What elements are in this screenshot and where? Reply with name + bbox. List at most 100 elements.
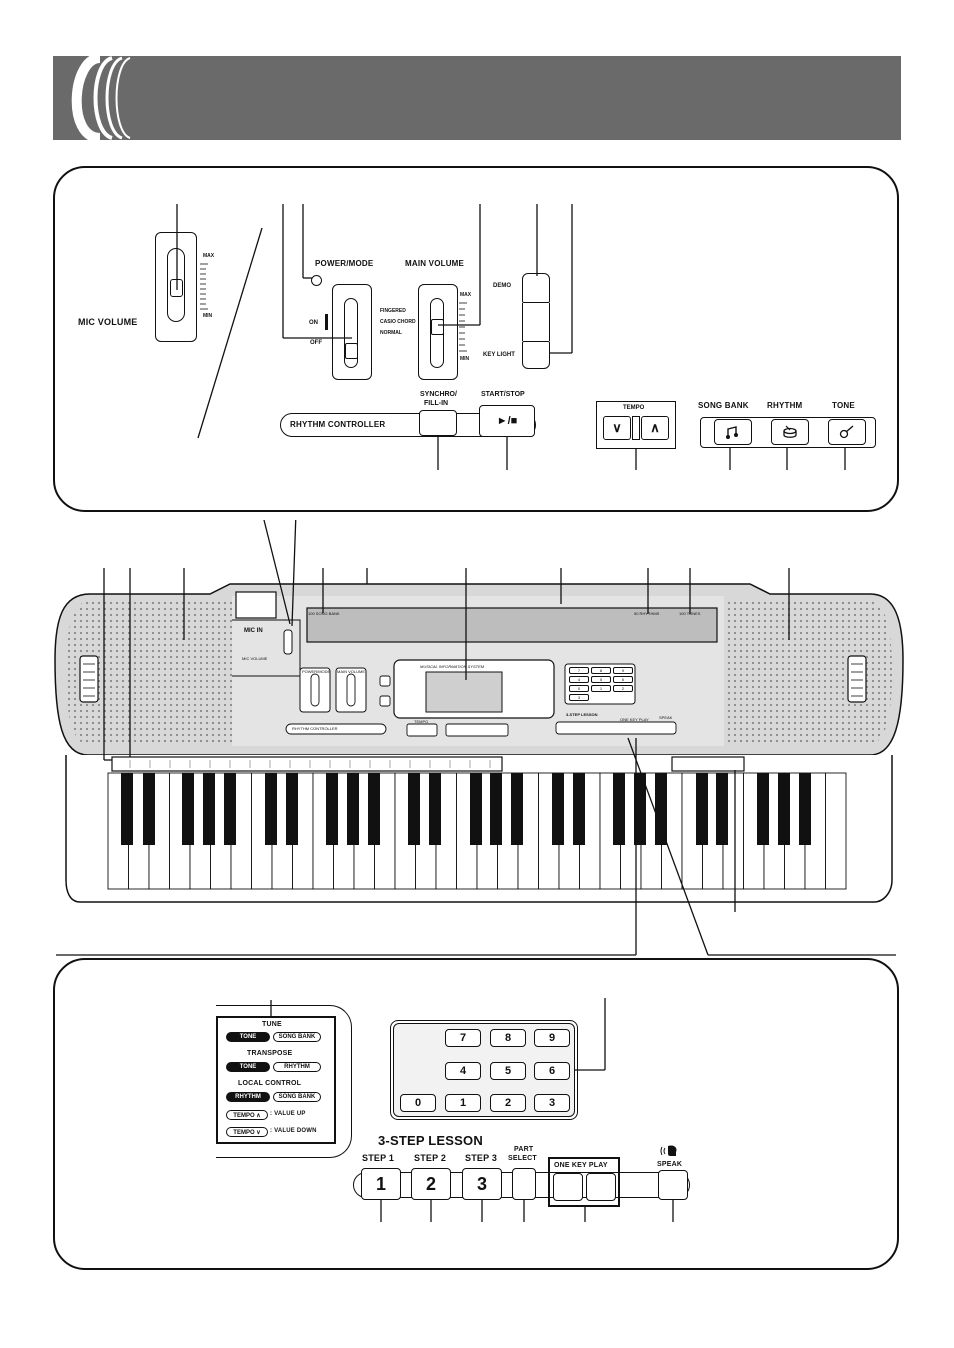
kb-mic-in-label: MIC IN bbox=[244, 628, 263, 634]
step3-label: STEP 3 bbox=[465, 1153, 498, 1163]
header-bracket-icon bbox=[71, 56, 131, 140]
tune-title: TUNE bbox=[262, 1021, 282, 1028]
kb-key-8: 8 bbox=[591, 667, 611, 674]
power-on-mark bbox=[325, 314, 328, 330]
step3-button[interactable]: 3 bbox=[462, 1168, 502, 1200]
kb-key-6: 6 bbox=[613, 676, 633, 683]
part-select-label-2: SELECT bbox=[508, 1155, 537, 1162]
power-mode-switch[interactable] bbox=[344, 298, 358, 368]
function-callout-line bbox=[270, 1000, 272, 1018]
kb-tones-label: 100 TONES bbox=[679, 611, 701, 616]
step1-button[interactable]: 1 bbox=[361, 1168, 401, 1200]
mic-volume-housing bbox=[155, 232, 197, 342]
tempo-down-button[interactable]: ∨ bbox=[603, 416, 631, 440]
guitar-icon bbox=[839, 425, 854, 439]
key-1-button[interactable]: 1 bbox=[445, 1094, 481, 1112]
synchro-label-1: SYNCHRO/ bbox=[420, 391, 457, 398]
step2-button[interactable]: 2 bbox=[411, 1168, 451, 1200]
local-control-title: LOCAL CONTROL bbox=[238, 1080, 302, 1087]
key-light-label: KEY LIGHT bbox=[483, 352, 515, 358]
mode-casio-chord: CASIO CHORD bbox=[380, 319, 416, 325]
main-volume-knob[interactable] bbox=[431, 319, 444, 335]
rhythm-controller-strip bbox=[280, 413, 536, 437]
kb-speak-label: SPEAK bbox=[659, 715, 673, 720]
kb-power-mode-label: POWER/MODE bbox=[302, 669, 331, 674]
speak-label: SPEAK bbox=[657, 1161, 683, 1168]
kb-tempo-label: TEMPO bbox=[414, 719, 429, 724]
local-control-rhythm-key: RHYTHM bbox=[226, 1092, 270, 1102]
tempo-up-text: : VALUE UP bbox=[270, 1111, 306, 1117]
kb-rhythms-label: 50 RHYTHMS bbox=[634, 611, 660, 616]
one-key-play-left-button[interactable] bbox=[553, 1173, 583, 1201]
kb-rhythm-controller-label: RHYTHM CONTROLLER bbox=[292, 726, 338, 731]
kb-key-0: 0 bbox=[569, 685, 589, 692]
main-volume-max: MAX bbox=[460, 292, 472, 298]
main-volume-scale bbox=[459, 302, 467, 352]
mic-volume-label: MIC VOLUME bbox=[78, 317, 138, 327]
kb-key-7: 7 bbox=[569, 667, 589, 674]
speak-icon bbox=[660, 1145, 677, 1156]
key-6-button[interactable]: 6 bbox=[534, 1062, 570, 1080]
main-volume-housing bbox=[418, 284, 458, 380]
key-7-button[interactable]: 7 bbox=[445, 1029, 481, 1047]
power-indicator-led bbox=[311, 275, 322, 286]
step1-label: STEP 1 bbox=[362, 1153, 395, 1163]
main-volume-slider[interactable] bbox=[430, 298, 444, 368]
kb-key-9: 9 bbox=[613, 667, 633, 674]
power-mode-label: POWER/MODE bbox=[315, 259, 374, 268]
power-mode-housing bbox=[332, 284, 372, 380]
mode-normal: NORMAL bbox=[380, 330, 402, 336]
tempo-housing bbox=[596, 401, 676, 449]
top-detail-panel bbox=[53, 166, 899, 512]
kb-brand-label: MUSICAL INFORMATION SYSTEM bbox=[420, 664, 485, 669]
demo-keylight-housing bbox=[522, 303, 550, 341]
mode-select-strip bbox=[700, 417, 876, 448]
bottom-callout-lines bbox=[380, 1200, 674, 1222]
kb-main-volume-label: MAIN VOLUME bbox=[337, 669, 366, 674]
tempo-down-text: : VALUE DOWN bbox=[270, 1128, 317, 1134]
key-light-button[interactable] bbox=[522, 341, 550, 369]
song-bank-label: SONG BANK bbox=[698, 401, 749, 410]
key-2-button[interactable]: 2 bbox=[490, 1094, 526, 1112]
kb-key-1: 1 bbox=[591, 685, 611, 692]
rhythm-button[interactable] bbox=[771, 419, 809, 445]
rhythm-label: RHYTHM bbox=[767, 401, 803, 410]
key-8-button[interactable]: 8 bbox=[490, 1029, 526, 1047]
tempo-up-button[interactable]: ∧ bbox=[641, 416, 669, 440]
one-key-play-right-button[interactable] bbox=[586, 1173, 616, 1201]
tone-label: TONE bbox=[832, 401, 855, 410]
main-volume-min: MIN bbox=[460, 356, 470, 362]
part-select-label-1: PART bbox=[514, 1146, 534, 1153]
key-0-button[interactable]: 0 bbox=[400, 1094, 436, 1112]
song-bank-button[interactable] bbox=[714, 419, 752, 445]
speak-button[interactable] bbox=[658, 1170, 688, 1200]
power-off-label: OFF bbox=[310, 340, 322, 346]
power-mode-knob[interactable] bbox=[345, 343, 358, 359]
key-5-button[interactable]: 5 bbox=[490, 1062, 526, 1080]
one-key-play-frame bbox=[548, 1157, 620, 1207]
demo-label: DEMO bbox=[493, 283, 511, 289]
kb-one-key-play-label: ONE KEY PLAY bbox=[620, 717, 649, 722]
tempo-up-key: TEMPO ∧ bbox=[226, 1110, 268, 1120]
song-bank-icon bbox=[726, 426, 738, 439]
top-callout-lines bbox=[176, 204, 846, 470]
keypad-callout-line bbox=[574, 998, 606, 1071]
function-label-outer bbox=[216, 1005, 352, 1158]
bottom-detail-panel bbox=[53, 958, 899, 1270]
key-3-button[interactable]: 3 bbox=[534, 1094, 570, 1112]
key-4-button[interactable]: 4 bbox=[445, 1062, 481, 1080]
part-select-button[interactable] bbox=[512, 1168, 536, 1200]
kb-mic-volume-label: MIC VOLUME bbox=[242, 656, 268, 661]
tempo-down-key: TEMPO ∨ bbox=[226, 1127, 268, 1137]
tone-button[interactable] bbox=[828, 419, 866, 445]
synchro-fill-in-button[interactable] bbox=[419, 410, 457, 436]
key-9-button[interactable]: 9 bbox=[534, 1029, 570, 1047]
mode-fingered: FINGERED bbox=[380, 308, 406, 314]
kb-keypad-grid: 7 8 9 4 5 6 0 1 2 3 bbox=[569, 667, 633, 701]
kb-key-5: 5 bbox=[591, 676, 611, 683]
start-stop-button[interactable]: ►/■ bbox=[479, 405, 535, 437]
mic-volume-min: MIN bbox=[203, 313, 213, 319]
start-stop-label: START/STOP bbox=[481, 391, 525, 398]
rhythm-controller-label: RHYTHM CONTROLLER bbox=[290, 420, 386, 429]
demo-button[interactable] bbox=[522, 273, 550, 303]
